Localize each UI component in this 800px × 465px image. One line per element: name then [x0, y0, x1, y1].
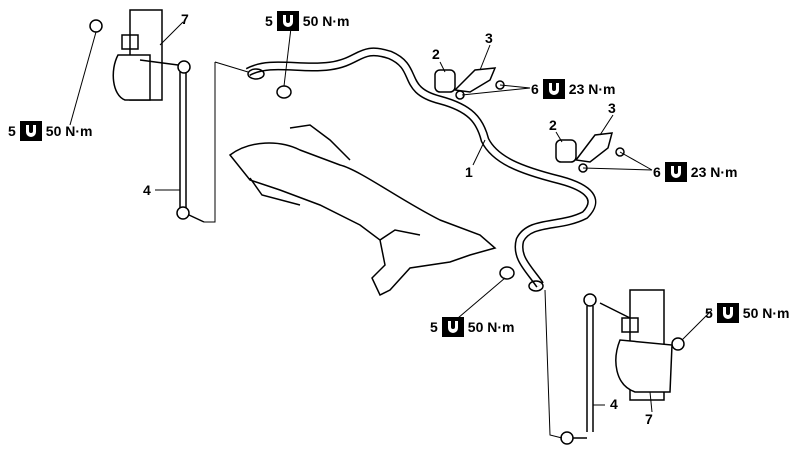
part-number: 6	[653, 164, 661, 180]
strut-right	[599, 289, 685, 401]
strut-left	[89, 9, 191, 101]
torque-socket-icon	[441, 317, 464, 337]
part-number: 3	[485, 30, 493, 46]
bushing-lower	[555, 139, 577, 163]
callout-nut-bottom: 5 50 N·m	[430, 317, 514, 337]
crossmember	[228, 124, 497, 297]
bracket-upper	[453, 67, 505, 100]
part-number: 2	[432, 46, 440, 62]
link-right	[544, 289, 597, 445]
part-number: 5	[705, 305, 713, 321]
callout-bushing-upper: 2	[432, 45, 440, 63]
link-left	[176, 61, 249, 223]
callout-strut-right: 7	[645, 410, 653, 428]
torque-socket-icon	[716, 303, 739, 323]
part-number: 5	[265, 13, 273, 29]
part-number: 4	[610, 396, 618, 412]
callout-bushing-lower: 2	[549, 116, 557, 134]
torque-socket-icon	[664, 162, 687, 182]
leader-lines	[69, 21, 713, 413]
callout-bolt-upper: 6 23 N·m	[531, 79, 615, 99]
callout-link-left: 4	[143, 181, 151, 199]
part-number: 3	[608, 100, 616, 116]
torque-value: 23 N·m	[568, 81, 616, 97]
stabilizer-bar	[245, 47, 597, 292]
torque-socket-icon	[542, 79, 565, 99]
part-number: 5	[8, 123, 16, 139]
callout-stabilizer-bar: 1	[465, 163, 473, 181]
torque-value: 50 N·m	[467, 319, 515, 335]
torque-socket-icon	[19, 121, 42, 141]
part-number: 4	[143, 182, 151, 198]
torque-value: 23 N·m	[690, 164, 738, 180]
part-number: 6	[531, 81, 539, 97]
torque-value: 50 N·m	[742, 305, 790, 321]
callout-bracket-upper: 3	[485, 29, 493, 47]
callout-nut-right: 5 50 N·m	[705, 303, 789, 323]
part-number: 5	[430, 319, 438, 335]
bracket-lower	[574, 132, 625, 173]
nut-top	[276, 85, 292, 99]
part-number: 7	[645, 411, 653, 427]
part-number: 7	[181, 11, 189, 27]
part-number: 2	[549, 117, 557, 133]
callout-nut-top: 5 50 N·m	[265, 11, 349, 31]
callout-nut-left: 5 50 N·m	[8, 121, 92, 141]
torque-socket-icon	[276, 11, 299, 31]
torque-value: 50 N·m	[45, 123, 93, 139]
part-number: 1	[465, 164, 473, 180]
callout-link-right: 4	[610, 395, 618, 413]
callout-bolt-lower: 6 23 N·m	[653, 162, 737, 182]
callout-strut-left: 7	[181, 10, 189, 28]
bushing-upper	[434, 69, 456, 93]
torque-value: 50 N·m	[302, 13, 350, 29]
nut-bottom	[499, 266, 515, 280]
callout-bracket-lower: 3	[608, 99, 616, 117]
